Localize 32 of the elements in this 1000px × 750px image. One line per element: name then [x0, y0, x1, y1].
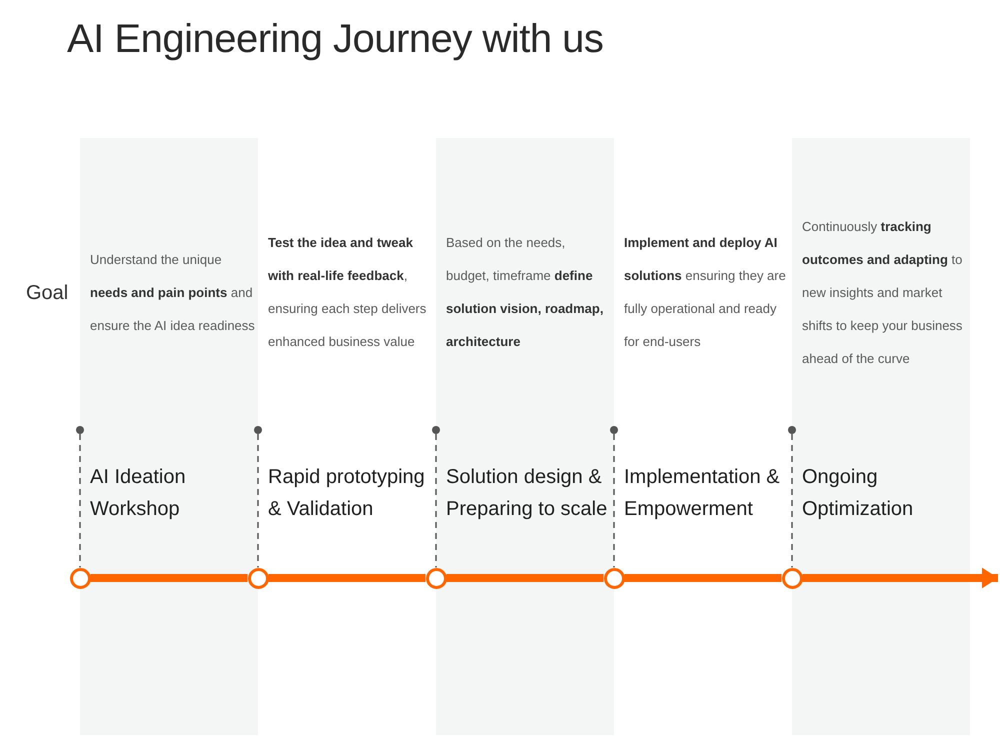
- timeline-segment: [624, 574, 782, 582]
- dashed-line: [257, 434, 259, 568]
- stage-description: Test the idea and tweak with real-life feedback, ensuring each step delivers enhanced business value: [268, 234, 428, 351]
- timeline-segment: [446, 574, 604, 582]
- stage-title: Implementation & Empowerment: [624, 465, 781, 522]
- dashed-line: [435, 434, 437, 568]
- milestone-circle: [782, 568, 802, 588]
- stage-description: Implement and deploy AI solutions ensuring they are fully operational and ready for end-users: [624, 234, 787, 351]
- stage-description: Understand the unique needs and pain points and ensure the AI idea readiness: [90, 251, 256, 335]
- marker-dot: [76, 426, 84, 434]
- milestone-circle: [604, 568, 624, 588]
- marker-dot: [432, 426, 440, 434]
- stage-title: Solution design & Preparing to scale: [446, 465, 608, 522]
- stage-description: Continuously tracking outcomes and adapting to new insights and market shifts to keep your business ahead of the curve: [802, 218, 964, 368]
- marker-dot: [788, 426, 796, 434]
- stage-title: AI Ideation Workshop: [90, 465, 187, 522]
- stage-description: Based on the needs, budget, timeframe define solution vision, roadmap, architecture: [446, 234, 604, 351]
- milestone-circle: [70, 568, 90, 588]
- stage-title: Rapid prototyping & Validation: [268, 465, 426, 522]
- marker-dot: [254, 426, 262, 434]
- dashed-line: [79, 434, 81, 568]
- dashed-line: [791, 434, 793, 568]
- dashed-line: [613, 434, 615, 568]
- row-label: Goal: [26, 281, 68, 306]
- timeline-arrow: [802, 568, 998, 588]
- stage-title: Ongoing Optimization: [802, 465, 914, 522]
- milestone-circle: [248, 568, 268, 588]
- timeline-segment: [268, 574, 426, 582]
- timeline-segment: [90, 574, 248, 582]
- milestone-circle: [426, 568, 446, 588]
- marker-dot: [610, 426, 618, 434]
- page-title: AI Engineering Journey with us: [67, 16, 604, 63]
